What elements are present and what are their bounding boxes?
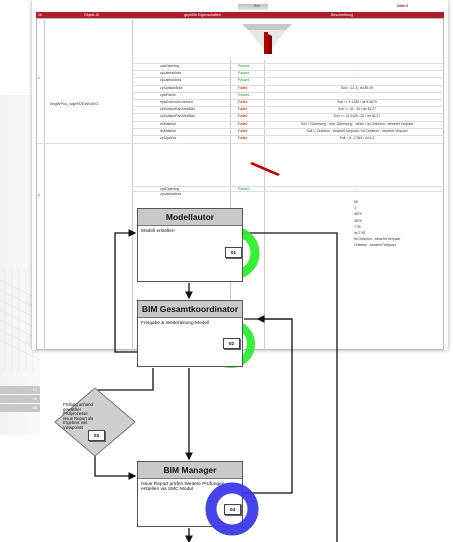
model-thumbnail-2 — [250, 162, 280, 176]
side-label-1: 12 — [0, 386, 40, 394]
group1-property: cpSurfacePartAreaMax — [160, 114, 196, 119]
group1-property: cpTopArea — [160, 136, 177, 140]
group2-fragment: Ortbeton - bewehrt Verputzt — [354, 243, 396, 248]
group1-description: - — [356, 92, 358, 97]
group1-description: - — [356, 71, 358, 76]
group1-description: Soll >= 13.3425...30 / Ist 36.27 — [333, 114, 381, 119]
group2-property: cpLateralArea — [160, 192, 182, 196]
group1-property: cplsFrame — [160, 92, 176, 97]
group1-description: Soll <= 33...30 / Ist 36.27 — [338, 107, 376, 112]
step-badge-04: 04 — [224, 504, 241, 515]
decision-text: Prüfung anhand gewählter Prüfprozesse Is… — [63, 402, 94, 430]
group1-status: Failed — [238, 136, 248, 140]
col-description: Beschreibung — [331, 13, 353, 17]
table-header: Nr. Objekt-ID geprüfte Eigenschaften Bes… — [36, 12, 444, 18]
group1-description: - — [356, 78, 358, 83]
group1-property: rfsMaterial — [160, 128, 176, 133]
gesamtkoordinator-title: BIM Gesamtkoordinator — [138, 301, 242, 318]
group2-fragment: 3875 — [354, 212, 362, 217]
bim-manager-text: Issue Report prüfen Weitere Prüfungen er… — [141, 482, 225, 493]
bim-manager-title: BIM Manager — [138, 462, 242, 479]
col-object-id: Objekt-ID — [84, 13, 100, 17]
group1-property: cpSurfacePartAreaMax — [160, 107, 196, 112]
group1-status: Failed — [238, 114, 248, 119]
group2-fragment: Ist Ortbeton - bewehrt Verputzt — [354, 237, 401, 242]
group1-status: Passed — [238, 64, 250, 68]
modellautor-text: Modell erstellen — [141, 229, 175, 234]
side-label-2: 25 — [0, 395, 40, 403]
group2-nr: 2 — [38, 193, 40, 197]
modellautor-title: Modellautor — [138, 209, 242, 226]
col-properties: geprüfte Eigenschaften — [184, 13, 221, 17]
group1-status: Passed — [238, 71, 250, 76]
gesamtkoordinator-text: Freigabe & Weiterleitung Modell — [141, 321, 210, 326]
group2-status: Passed — [238, 187, 250, 191]
step-badge-03: 03 — [88, 430, 105, 441]
report-header: Bild Seite 2 — [32, 4, 448, 10]
group2-fragment: 3875 — [354, 218, 362, 223]
issue-report-page: Bild Seite 2 Nr. Objekt-ID geprüfte Eige… — [32, 0, 448, 350]
group2-fragment: 7.95 — [354, 224, 361, 229]
wireframe-decoration — [0, 270, 40, 370]
group1-property: cpLateralArea — [160, 71, 182, 76]
group1-nr: 1 — [38, 76, 40, 80]
group1-status: Passed — [238, 92, 250, 97]
group1-status: Failed — [238, 100, 248, 104]
col-nr: Nr. — [38, 13, 43, 17]
flow-box-gesamtkoordinator: BIM Gesamtkoordinator Freigabe & Weiterl… — [137, 300, 243, 367]
group1-property: cplsOpening — [160, 64, 179, 68]
step-badge-01: 01 — [225, 247, 242, 258]
group1-property: cpSurfaceArea — [160, 85, 183, 90]
step-badge-02: 02 — [223, 338, 240, 349]
group1-description: Soll = 12.3 / Ist 89.49 — [341, 85, 373, 90]
group2-fragment: 55 — [354, 200, 358, 204]
group2-description: - — [356, 187, 358, 191]
group1-description: Soll = Dämmung - hart, Dämmung - weich /… — [300, 121, 414, 126]
group1-status: Failed — [238, 121, 248, 126]
flow-box-bim-manager: BIM Manager Issue Report prüfen Weitere … — [137, 461, 243, 527]
group1-status: Failed — [238, 85, 248, 90]
group2-fragment: 3 — [354, 206, 356, 211]
flow-box-modellautor: Modellautor Modell erstellen — [137, 208, 243, 282]
model-thumbnail-1 — [242, 24, 292, 54]
group2-fragment: Ist 7.95 — [354, 231, 366, 235]
group1-status: Failed — [238, 107, 248, 112]
decision-diamond — [54, 387, 136, 457]
group1-object-id: 0hgWPcu_sqwFDEWu5VO — [50, 101, 99, 106]
report-page-number: Seite 2 — [397, 4, 408, 8]
report-page-label: Bild — [254, 4, 260, 8]
group1-property: cplsExternUnchecked — [160, 100, 193, 104]
side-label-3: 00 — [0, 404, 40, 412]
group1-property: rfsMaterial — [160, 121, 176, 126]
group1-description: - — [356, 64, 358, 68]
group1-status: Passed — [238, 78, 250, 83]
group1-status: Failed — [238, 128, 248, 133]
group1-description: Soll != Ortbeton - bewehrt Verputzt / Is… — [306, 128, 408, 133]
group1-property: cpLateralArea — [160, 78, 182, 83]
group2-property: cplsOpening — [160, 187, 179, 191]
group1-description: Soll >= 1.1285 / Ist 9.0675 — [337, 100, 377, 104]
group1-description: Soll = 6...2.363 / Ist 6.3 — [339, 136, 375, 140]
